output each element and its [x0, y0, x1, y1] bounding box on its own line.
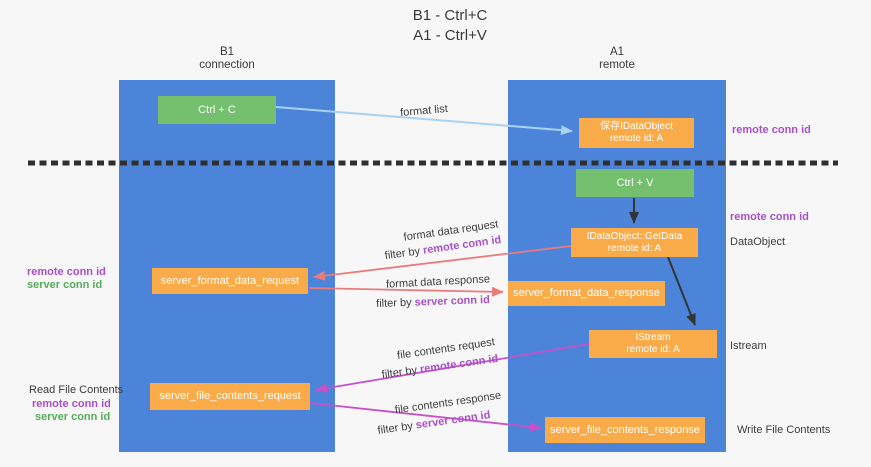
arrow-format-data-request: [313, 245, 572, 281]
lane-header-a1: A1 remote: [508, 46, 726, 72]
label-read-file-contents: Read File Contents: [29, 384, 124, 396]
arrow-getdata-to-istream: [667, 256, 696, 326]
node-server-format-data-request-label: server_format_data_request: [160, 274, 300, 287]
node-idataobject-getdata: IDataObject::GetData remote id: A: [571, 228, 698, 257]
lane-a1-sub: remote: [599, 59, 635, 71]
node-server-file-contents-request: server_file_contents_request: [150, 383, 310, 410]
arrow-format-list: [275, 106, 573, 136]
lane-b1-sub: connection: [199, 59, 255, 71]
node-ctrl-c-label: Ctrl + C: [198, 103, 236, 116]
node-ctrl-c: Ctrl + C: [158, 96, 276, 124]
label-bottom-left-remote-conn-id: remote conn id: [32, 398, 111, 410]
label-remote-conn-id-top-right: remote conn id: [732, 124, 811, 136]
node-save-idataobject-line1: 保存IDataObject: [600, 121, 673, 132]
node-save-idataobject: 保存IDataObject remote id: A: [579, 118, 694, 148]
label-dataobject: DataObject: [730, 236, 786, 248]
label-remote-conn-id-mid-right: remote conn id: [730, 211, 809, 223]
arrow-file-contents-response: [309, 402, 542, 432]
node-save-idataobject-line2: remote id: A: [609, 133, 664, 144]
node-ctrl-v-label: Ctrl + V: [616, 176, 654, 189]
filter-by-text: filter by: [375, 296, 412, 310]
label-write-file-contents: Write File Contents: [737, 424, 831, 436]
arrow-file-contents-request: [315, 343, 590, 394]
node-server-file-contents-response-label: server_file_contents_response: [550, 423, 700, 436]
lane-header-b1: B1 connection: [119, 46, 335, 72]
node-server-format-data-request: server_format_data_request: [152, 268, 308, 294]
node-getdata-line2: remote id: A: [607, 242, 662, 254]
arrow-format-data-response: [308, 286, 504, 297]
title-line-2: A1 - Ctrl+V: [413, 27, 487, 44]
node-istream-line2: remote id: A: [626, 344, 680, 355]
node-ctrl-v: Ctrl + V: [576, 169, 694, 197]
lane-b1-name: B1: [219, 46, 235, 58]
node-server-format-data-response: server_format_data_response: [508, 281, 665, 306]
label-left-server-conn-id: server conn id: [27, 279, 103, 291]
node-istream: IStream remote id: A: [589, 330, 717, 358]
node-server-file-contents-response: server_file_contents_response: [545, 417, 705, 443]
label-bottom-left-server-conn-id: server conn id: [35, 411, 111, 423]
label-istream-side: Istream: [730, 340, 767, 352]
lane-a1-name: A1: [609, 46, 625, 58]
title-line-1: B1 - Ctrl+C: [412, 7, 488, 24]
node-server-file-contents-request-label: server_file_contents_request: [159, 390, 301, 402]
label-left-remote-conn-id: remote conn id: [27, 266, 106, 278]
diagram-title: B1 - Ctrl+C A1 - Ctrl+V: [330, 6, 570, 46]
node-server-format-data-response-label: server_format_data_response: [513, 287, 660, 299]
node-getdata-line1: IDataObject::GetData: [586, 230, 683, 242]
node-istream-line1: IStream: [635, 332, 671, 343]
